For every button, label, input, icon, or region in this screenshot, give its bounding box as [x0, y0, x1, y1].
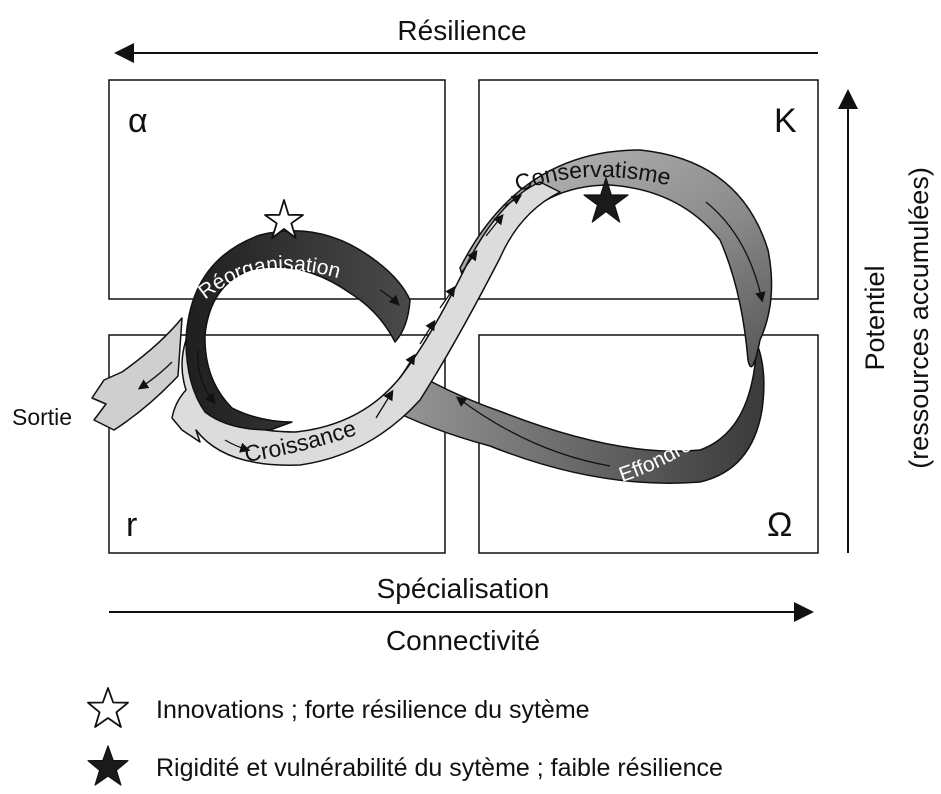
quadrant-r-box — [108, 334, 446, 554]
flow-arrow-6 — [461, 249, 478, 273]
flow-arrow-4 — [419, 319, 436, 345]
legend-black-star-text: Rigidité et vulnérabilité du sytème ; fa… — [156, 754, 723, 782]
flow-arrow-13 — [137, 361, 173, 390]
quadrant-k-box — [478, 79, 819, 300]
white-star-icon — [264, 199, 304, 239]
potentiel-axis-label-group: Potentiel (ressources accumulées) — [860, 167, 934, 469]
flow-arrow-2 — [375, 389, 394, 419]
flow-arrow-10 — [455, 396, 611, 467]
adaptive-cycle-band — [91, 149, 773, 484]
quadrant-omega-label: Ω — [767, 506, 792, 544]
ressources-axis-label: (ressources accumulées) — [904, 167, 934, 469]
flow-arrow-12 — [197, 349, 216, 405]
reorganisation-label: Réorganisation — [194, 252, 343, 303]
sortie-label: Sortie — [12, 404, 72, 430]
legend-black-star-icon — [87, 745, 129, 786]
legend-white-star-icon — [87, 687, 129, 728]
sortie-arrow-shape — [91, 317, 183, 431]
quadrant-r-label: r — [126, 506, 137, 544]
quadrant-alpha-box — [108, 79, 446, 300]
black-star-icon — [583, 177, 629, 223]
quadrant-omega-box — [478, 334, 819, 554]
k-band-segment — [459, 149, 773, 368]
flow-arrow-3 — [399, 353, 416, 379]
resilience-axis-label: Résilience — [397, 15, 526, 46]
flow-arrow-8 — [504, 194, 523, 207]
flow-arrow-11 — [379, 289, 400, 306]
quadrant-alpha-label: α — [128, 102, 148, 140]
reorganisation-label-path: Réorganisation — [194, 252, 343, 303]
flow-arrow-1 — [224, 439, 251, 453]
specialisation-axis-label: Spécialisation — [377, 573, 550, 604]
flow-arrows — [137, 194, 766, 467]
connectivite-axis-label: Connectivité — [386, 625, 540, 656]
flow-arrow-9 — [705, 201, 766, 303]
legend-white-star-text: Innovations ; forte résilience du sytème — [156, 696, 590, 724]
alpha-band-segment — [185, 230, 411, 431]
flow-arrow-7 — [485, 213, 504, 237]
potentiel-axis-label: Potentiel — [860, 265, 890, 370]
quadrant-k-label: K — [774, 102, 797, 140]
flow-arrow-5 — [439, 285, 456, 309]
